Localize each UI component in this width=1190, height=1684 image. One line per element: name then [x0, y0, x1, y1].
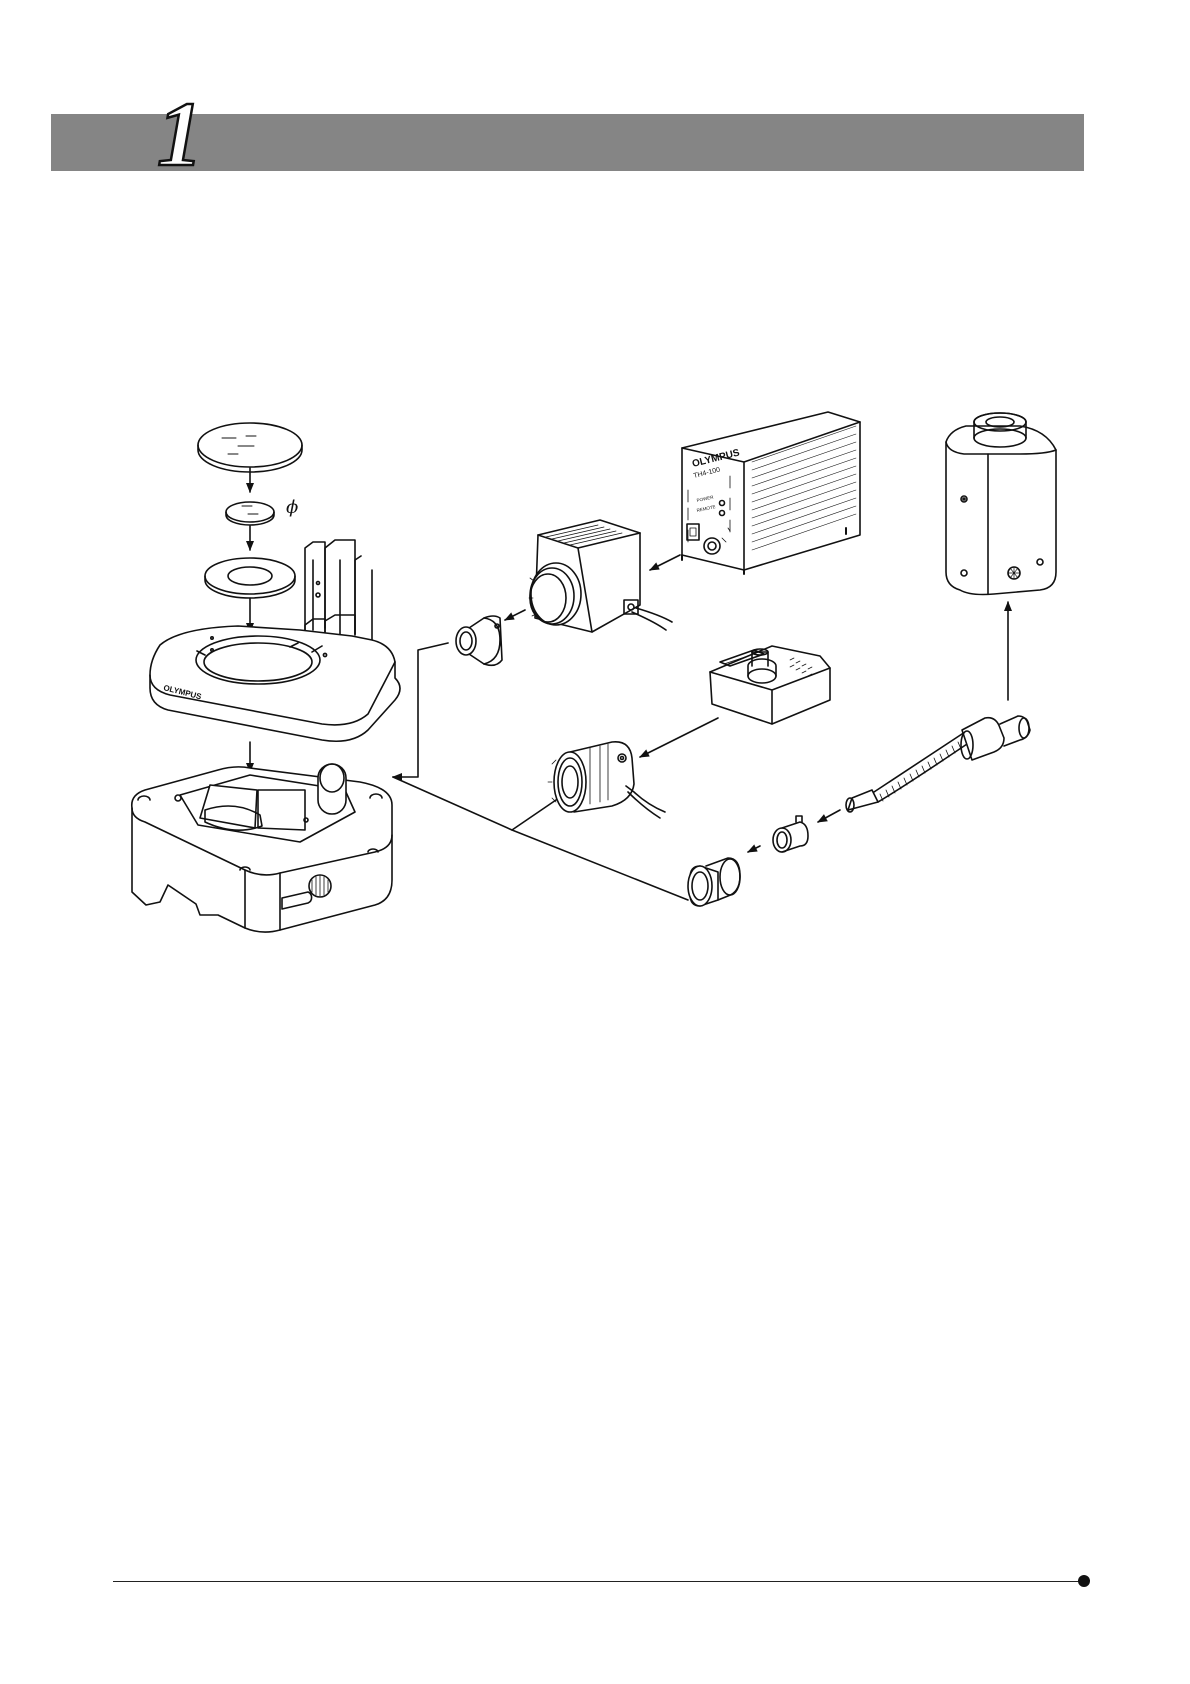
lamp-housing — [529, 520, 672, 632]
stage-plate — [198, 423, 302, 472]
arrow-lamp-to-collector — [505, 610, 525, 620]
footer-rule — [113, 1581, 1082, 1582]
arrow-guide-to-sleeve — [818, 810, 840, 822]
arrow-box-to-led — [640, 718, 718, 757]
illumination-base — [132, 764, 392, 932]
footer-dot — [1078, 1575, 1090, 1587]
collector-lens — [456, 616, 502, 665]
arrow-sleeve-to-adapter — [748, 846, 760, 852]
collector-adapter — [688, 858, 740, 906]
arrow-power-to-lamp — [650, 555, 680, 570]
control-box — [710, 646, 830, 724]
sleeve-adapter — [773, 816, 808, 852]
phi-symbol: ϕ — [286, 497, 298, 518]
connection-lines — [393, 643, 688, 900]
adapter-ring — [205, 558, 295, 598]
fiber-light-source — [946, 413, 1056, 595]
light-guide — [846, 716, 1030, 812]
glass-plate — [226, 502, 274, 525]
